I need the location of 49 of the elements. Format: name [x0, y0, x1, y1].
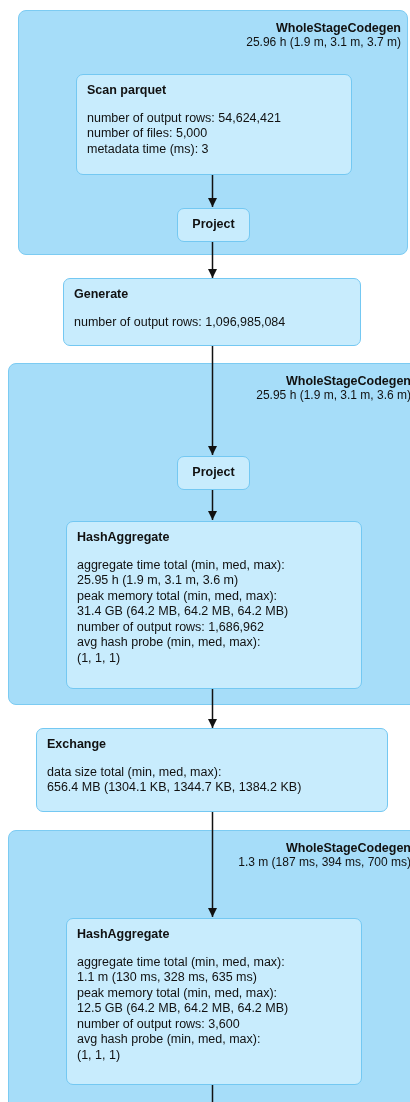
- operator-box: [66, 521, 362, 689]
- metric-text: number of output rows: 1,686,962: [77, 619, 265, 635]
- metric-text: number of files: 5,000: [87, 126, 209, 142]
- metric-text: aggregate time total (min, med, max):: [77, 557, 286, 573]
- operator-title: Scan parquet: [87, 83, 168, 99]
- group-metric: 1.3 m (187 ms, 394 ms, 700 ms): [238, 855, 410, 869]
- metric-text: 25.95 h (1.9 m, 3.1 m, 3.6 m): [77, 573, 240, 589]
- metric-text: 656.4 MB (1304.1 KB, 1344.7 KB, 1384.2 KB): [47, 780, 303, 796]
- group-metric: 25.95 h (1.9 m, 3.1 m, 3.6 m): [256, 388, 410, 402]
- group-title: WholeStageCodegen: [285, 841, 410, 855]
- metric-text: (1, 1, 1): [77, 1047, 122, 1063]
- metric-text: 12.5 GB (64.2 MB, 64.2 MB, 64.2 MB): [77, 1001, 290, 1017]
- stage-group-panel: [8, 363, 410, 705]
- group-title: WholeStageCodegen: [285, 374, 410, 388]
- stage-group-panel: [8, 830, 410, 1102]
- operator-box: [36, 728, 388, 812]
- group-title: WholeStageCodegen: [275, 21, 401, 35]
- stage-group-panel: [18, 10, 408, 255]
- metric-text: aggregate time total (min, med, max):: [77, 954, 286, 970]
- arrow: [208, 811, 217, 918]
- operator-box: [177, 208, 250, 242]
- metric-text: number of output rows: 54,624,421: [87, 110, 282, 126]
- operator-title: HashAggregate: [77, 530, 171, 546]
- arrow: [208, 240, 217, 279]
- operator-title: Project: [191, 217, 236, 233]
- group-metric: 25.96 h (1.9 m, 3.1 m, 3.7 m): [246, 35, 401, 49]
- arrow: [208, 173, 217, 208]
- metric-text: (1, 1, 1): [77, 650, 122, 666]
- metric-text: avg hash probe (min, med, max):: [77, 1032, 262, 1048]
- operator-box: [63, 278, 361, 346]
- operator-title: Generate: [74, 287, 130, 303]
- metric-text: data size total (min, med, max):: [47, 764, 223, 780]
- operator-box: [66, 918, 362, 1085]
- metric-text: avg hash probe (min, med, max):: [77, 635, 262, 651]
- operator-title: Exchange: [47, 737, 108, 753]
- arrow: [208, 345, 217, 456]
- metric-text: number of output rows: 1,096,985,084: [74, 314, 287, 330]
- metric-text: peak memory total (min, med, max):: [77, 985, 279, 1001]
- metric-text: peak memory total (min, med, max):: [77, 588, 279, 604]
- metric-text: number of output rows: 3,600: [77, 1016, 241, 1032]
- operator-box: [76, 74, 352, 175]
- operator-title: Project: [191, 465, 236, 481]
- arrow: [208, 488, 217, 521]
- metric-text: metadata time (ms): 3: [87, 141, 210, 157]
- operator-title: HashAggregate: [77, 927, 171, 943]
- metric-text: 1.1 m (130 ms, 328 ms, 635 ms): [77, 970, 258, 986]
- operator-box: [177, 456, 250, 490]
- arrow: [208, 687, 217, 729]
- metric-text: 31.4 GB (64.2 MB, 64.2 MB, 64.2 MB): [77, 604, 290, 620]
